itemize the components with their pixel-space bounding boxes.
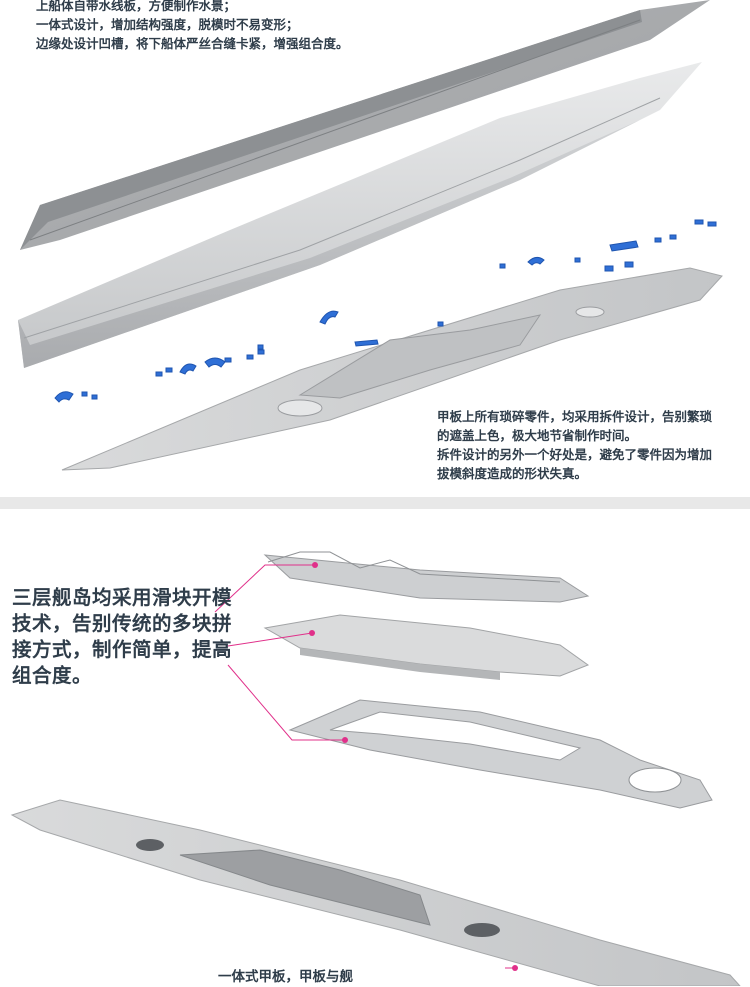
island-level-1 bbox=[263, 551, 590, 603]
hull-caption-line: 上船体自带水线板，方便制作水景； bbox=[36, 0, 237, 13]
callout-lines bbox=[214, 564, 515, 969]
deck-caption: 甲板上所有琐碎零件，均采用拆件设计，告别繁琐 的遮盖上色，极大地节省制作时间。 … bbox=[437, 407, 712, 483]
island-caption-line: 组合度。 bbox=[12, 664, 93, 687]
island-caption-line: 技术，告别传统的多块拼 bbox=[12, 612, 233, 635]
deck-caption-line: 拔模斜度造成的形状失真。 bbox=[437, 466, 588, 481]
lower-hull bbox=[18, 62, 702, 368]
upper-hull bbox=[20, 0, 710, 250]
island-level-2 bbox=[263, 614, 590, 680]
deck-caption-line: 拆件设计的另外一个好处是，避免了零件因为增加 bbox=[437, 447, 713, 462]
main-deck-top bbox=[61, 267, 723, 471]
deck-caption-line: 的遮盖上色，极大地节省制作时间。 bbox=[437, 428, 638, 443]
one-piece-deck bbox=[10, 799, 741, 986]
one-piece-deck-caption: 一体式甲板，甲板与舰 bbox=[218, 969, 353, 985]
panel-divider bbox=[0, 497, 750, 509]
hull-caption: 上船体自带水线板，方便制作水景； 一体式设计，增加结构强度，脱模时不易变形； 边… bbox=[36, 0, 349, 53]
deck-caption-line: 甲板上所有琐碎零件，均采用拆件设计，告别繁琐 bbox=[437, 409, 713, 424]
hull-caption-line: 一体式设计，增加结构强度，脱模时不易变形； bbox=[36, 17, 299, 32]
island-caption-line: 接方式，制作简单，提高 bbox=[12, 638, 233, 661]
callout-dot-magenta bbox=[309, 562, 518, 971]
island-level-3 bbox=[288, 699, 713, 809]
island-caption-line: 三层舰岛均采用滑块开模 bbox=[12, 586, 233, 609]
hull-caption-line: 边缘处设计凹槽，将下船体严丝合缝卡紧，增强组合度。 bbox=[36, 36, 349, 51]
island-caption: 三层舰岛均采用滑块开模 技术，告别传统的多块拼 接方式，制作简单，提高 组合度。 bbox=[12, 585, 232, 689]
small-parts-blue bbox=[54, 219, 717, 403]
